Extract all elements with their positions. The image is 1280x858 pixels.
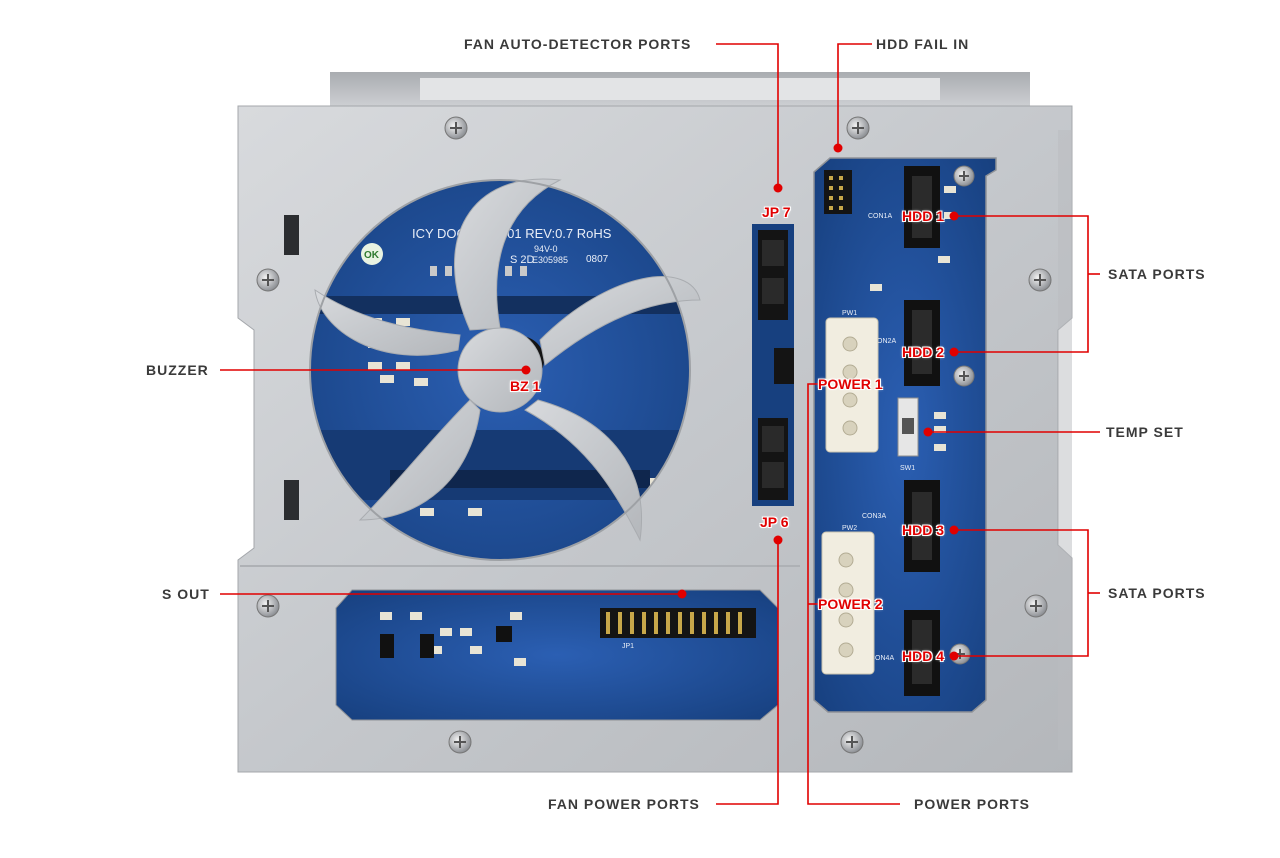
screw-icon	[256, 594, 280, 618]
label-fan-auto-detector-ports: FAN AUTO-DETECTOR PORTS	[464, 36, 692, 52]
marker-power2: POWER 2	[818, 596, 883, 612]
silkscreen-con3a: CON3A	[862, 513, 886, 520]
temp-switch	[897, 397, 919, 457]
dot-hdd2	[949, 347, 959, 357]
marker-bz1: BZ 1	[510, 378, 541, 394]
dot-hdd3	[949, 525, 959, 535]
dot-temp-set	[923, 427, 933, 437]
silkscreen-s2d: S 2D	[510, 254, 535, 266]
dot-bz1	[521, 365, 531, 375]
sata-connector-3	[904, 480, 940, 572]
label-buzzer: BUZZER	[146, 362, 209, 378]
chassis-screws	[256, 116, 1052, 754]
leader-power-ports	[807, 383, 900, 805]
screw-icon	[953, 165, 975, 187]
silkscreen-pw2: PW2	[842, 525, 857, 532]
silkscreen-sw1: SW1	[900, 465, 915, 472]
marker-hdd3: HDD 3	[902, 522, 945, 538]
silkscreen-date: 0807	[586, 254, 609, 265]
silkscreen-con2a: CON2A	[872, 338, 896, 345]
label-hdd-fail-in: HDD FAIL IN	[876, 36, 970, 52]
leader-sata-top	[954, 215, 1089, 353]
screw-icon	[256, 268, 280, 292]
ul-mark-silkscreen: 94V-0	[534, 244, 558, 254]
dot-hdd-fail-in	[833, 143, 843, 153]
screw-icon	[1024, 594, 1048, 618]
sata-connector-2	[904, 300, 940, 386]
ul-number-silkscreen: E305985	[532, 255, 568, 265]
silkscreen-con4a: CON4A	[870, 655, 894, 662]
screw-icon	[846, 116, 870, 140]
marker-jp7: JP 7	[762, 204, 791, 220]
chassis-top-rim	[330, 72, 1030, 108]
sata-connector-1	[904, 166, 940, 248]
mounting-slots	[284, 215, 299, 520]
silkscreen-pw1: PW1	[842, 310, 857, 317]
label-fan-power-ports: FAN POWER PORTS	[548, 796, 700, 812]
marker-power1: POWER 1	[818, 376, 883, 392]
label-sata-ports-top: SATA PORTS	[1108, 266, 1206, 282]
label-s-out: S OUT	[162, 586, 210, 602]
leader-hdd-fail-in	[837, 43, 872, 148]
marker-hdd1: HDD 1	[902, 208, 945, 224]
leader-fan-auto-detector	[716, 43, 779, 188]
silkscreen-con1a: CON1A	[868, 213, 892, 220]
marker-jp6: JP 6	[760, 514, 789, 530]
sata-connector-4	[904, 610, 940, 696]
marker-hdd4: HDD 4	[902, 648, 945, 664]
drive-backplane: CON1A CON2A CON3A CON4A PW1 PW2 SW1	[813, 157, 997, 713]
fan-grille	[314, 178, 701, 542]
callout-dots	[521, 143, 959, 661]
label-temp-set: TEMP SET	[1106, 424, 1184, 440]
screw-icon	[953, 365, 975, 387]
dot-jp7	[773, 183, 783, 193]
ok-stamp-text: OK	[364, 250, 380, 261]
dot-s-out	[677, 589, 687, 599]
label-power-ports: POWER PORTS	[914, 796, 1031, 812]
label-sata-ports-bottom: SATA PORTS	[1108, 585, 1206, 601]
silkscreen-jp1: JP1	[622, 643, 634, 650]
screw-icon	[444, 116, 468, 140]
fan-connector-strip	[752, 224, 794, 506]
s-out-window: JP1	[335, 589, 779, 721]
dot-jp6	[773, 535, 783, 545]
ok-stamp: OK	[361, 243, 383, 265]
leader-fan-power	[716, 540, 779, 805]
dot-hdd1	[949, 211, 959, 221]
screw-icon	[1028, 268, 1052, 292]
marker-hdd2: HDD 2	[902, 344, 945, 360]
molex-connector-1	[825, 317, 879, 453]
screw-icon	[448, 730, 472, 754]
board-title-silkscreen: ICY DOCK 200101 REV:0.7 RoHS	[412, 226, 612, 241]
molex-connector-2	[821, 531, 875, 675]
callout-lines	[220, 43, 1100, 805]
screw-icon	[840, 730, 864, 754]
dot-hdd4	[949, 651, 959, 661]
